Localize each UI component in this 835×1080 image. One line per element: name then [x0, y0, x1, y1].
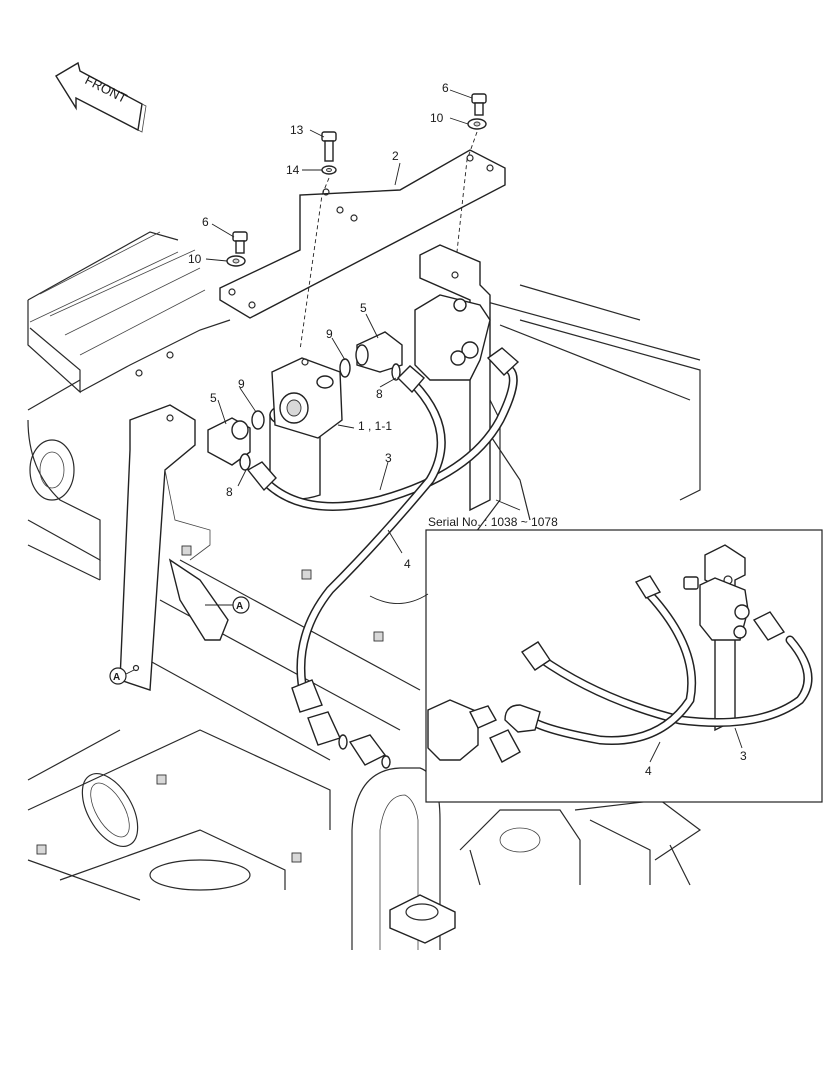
front-direction-arrow: FRONT — [55, 61, 147, 133]
label-6-left: 6 — [202, 215, 209, 229]
washer-10-left — [226, 255, 246, 267]
leader-lines — [205, 89, 521, 604]
label-4-inset: 4 — [645, 764, 652, 778]
part-labels: 6 10 13 14 2 6 10 5 9 8 9 5 1 , 1-1 3 8 … — [188, 81, 747, 778]
assembly-line-left — [299, 177, 330, 351]
o-ring-9-upper — [339, 358, 351, 378]
o-ring-9-lower — [251, 410, 265, 430]
label-4-main: 4 — [404, 557, 411, 571]
bolt-13 — [321, 131, 337, 162]
label-6-top: 6 — [442, 81, 449, 95]
label-1: 1 , 1-1 — [358, 419, 392, 433]
o-ring-8-upper — [391, 363, 401, 381]
lower-fittings — [338, 734, 391, 769]
label-10-left: 10 — [188, 252, 202, 266]
ref-marker-a-upper: A — [232, 596, 250, 614]
svg-text:A: A — [113, 672, 120, 683]
label-10-top: 10 — [430, 111, 444, 125]
bolt-6-right — [471, 93, 487, 116]
bracket-plate — [219, 149, 506, 319]
nut-markers — [36, 351, 384, 863]
washer-10-right — [467, 118, 487, 130]
label-8-upper: 8 — [376, 387, 383, 401]
machine-frame — [27, 231, 701, 901]
label-9-lower: 9 — [238, 377, 245, 391]
label-9-upper: 9 — [326, 327, 333, 341]
washer-14 — [321, 165, 337, 175]
label-5-lower: 5 — [210, 391, 217, 405]
label-8-lower: 8 — [226, 485, 233, 499]
elbow-5-upper — [355, 331, 403, 373]
label-2: 2 — [392, 149, 399, 163]
serial-inset-box: Serial No. : 1038 ~ 1078 — [425, 515, 823, 803]
ref-marker-a-lower: A — [109, 667, 127, 685]
o-ring-8-lower — [239, 453, 251, 471]
elbow-5-lower — [207, 417, 251, 466]
label-14: 14 — [286, 163, 300, 177]
filter-assembly — [269, 357, 343, 500]
label-3-main: 3 — [385, 451, 392, 465]
serial-note: Serial No. : 1038 ~ 1078 — [428, 515, 558, 529]
hose-4-main — [291, 365, 446, 746]
label-13: 13 — [290, 123, 304, 137]
label-5-upper: 5 — [360, 301, 367, 315]
bolt-6-left — [232, 231, 248, 254]
lower-right-machinery — [459, 799, 702, 886]
valve-bracket — [414, 244, 491, 512]
label-3-inset: 3 — [740, 749, 747, 763]
assembly-line-right — [454, 131, 478, 271]
svg-text:A: A — [236, 601, 243, 612]
support-stand — [119, 404, 235, 691]
